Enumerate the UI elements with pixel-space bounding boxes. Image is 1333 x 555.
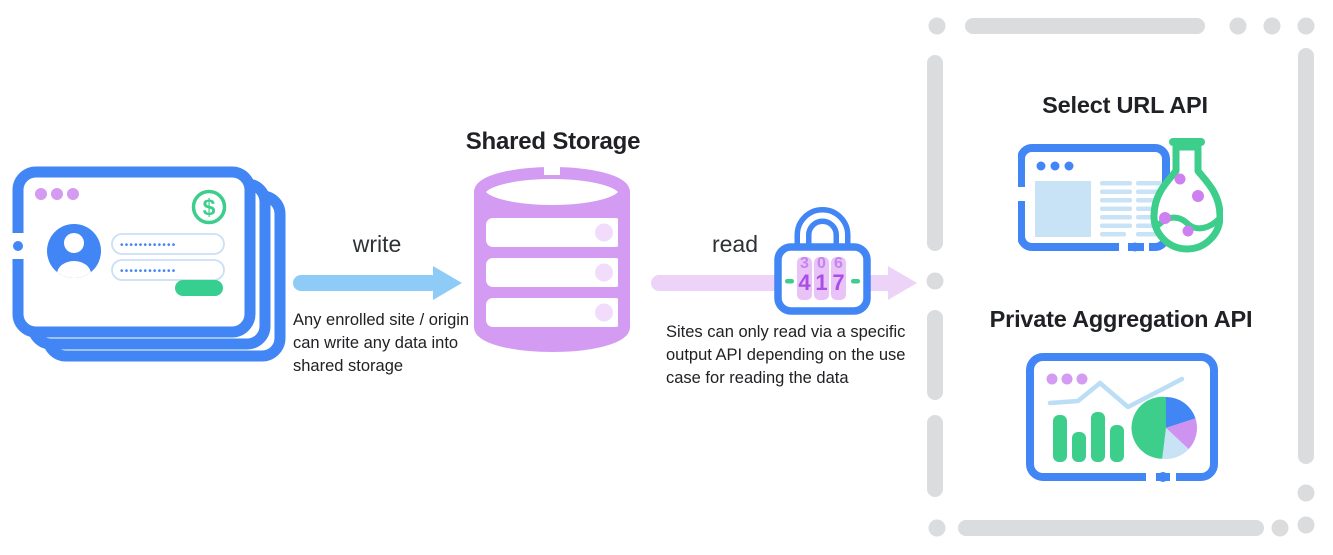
svg-text:••••••••••••: •••••••••••• xyxy=(120,240,176,251)
dollar-icon: $ xyxy=(191,189,227,225)
line-chart-icon xyxy=(1047,376,1185,410)
password-field: •••••••••••• xyxy=(111,259,225,281)
shared-storage-title: Shared Storage xyxy=(465,128,641,155)
password-field: •••••••••••• xyxy=(111,233,225,255)
bar-chart-icon xyxy=(1053,412,1124,462)
window-control-dots-icon xyxy=(35,188,79,200)
private-aggregation-api-icon xyxy=(1026,353,1218,485)
lock-dial: 3 4 5 xyxy=(797,255,812,316)
read-note: Sites can only read via a specific outpu… xyxy=(666,323,906,387)
svg-text:0: 0 xyxy=(817,255,826,272)
lock-shackle-icon xyxy=(794,207,851,248)
dial-index-dash xyxy=(851,279,860,284)
database-icon xyxy=(474,163,630,352)
svg-text:4: 4 xyxy=(798,270,811,295)
dial-index-dash xyxy=(785,279,794,284)
write-arrow-icon xyxy=(293,266,462,300)
private-aggregation-api-title: Private Aggregation API xyxy=(989,306,1253,332)
flask-bubbles-icon xyxy=(1159,173,1204,237)
svg-text:5: 5 xyxy=(800,299,809,316)
svg-text:$: $ xyxy=(203,195,216,221)
write-note: Any enrolled site / origin can write any… xyxy=(293,311,470,375)
border-dot xyxy=(13,241,23,251)
svg-text:2: 2 xyxy=(817,299,826,316)
flask-icon xyxy=(1150,138,1223,253)
svg-text:8: 8 xyxy=(834,299,843,316)
svg-text:6: 6 xyxy=(834,255,843,272)
submit-button-icon xyxy=(175,280,223,296)
user-avatar-icon xyxy=(47,224,101,278)
cylinder-top-gap xyxy=(544,163,560,175)
enrolled-sites-windows-icon: $ •••••••••••• •••••••••••• xyxy=(12,166,286,362)
pie-chart-icon xyxy=(1131,396,1198,460)
svg-text:7: 7 xyxy=(832,270,844,295)
read-label: read xyxy=(711,231,759,257)
select-url-api-icon xyxy=(1018,138,1223,255)
lock-dial: 6 7 8 xyxy=(831,255,846,316)
lock-dial: 0 1 2 xyxy=(814,255,829,316)
write-label: write xyxy=(352,231,402,257)
browser-window-icon xyxy=(1018,144,1170,255)
svg-text:••••••••••••: •••••••••••• xyxy=(120,266,176,277)
select-url-api-title: Select URL API xyxy=(1042,92,1208,118)
svg-text:1: 1 xyxy=(815,270,827,295)
svg-text:3: 3 xyxy=(800,255,809,272)
combination-lock-icon: 3 4 5 0 1 2 6 7 8 xyxy=(774,207,871,316)
